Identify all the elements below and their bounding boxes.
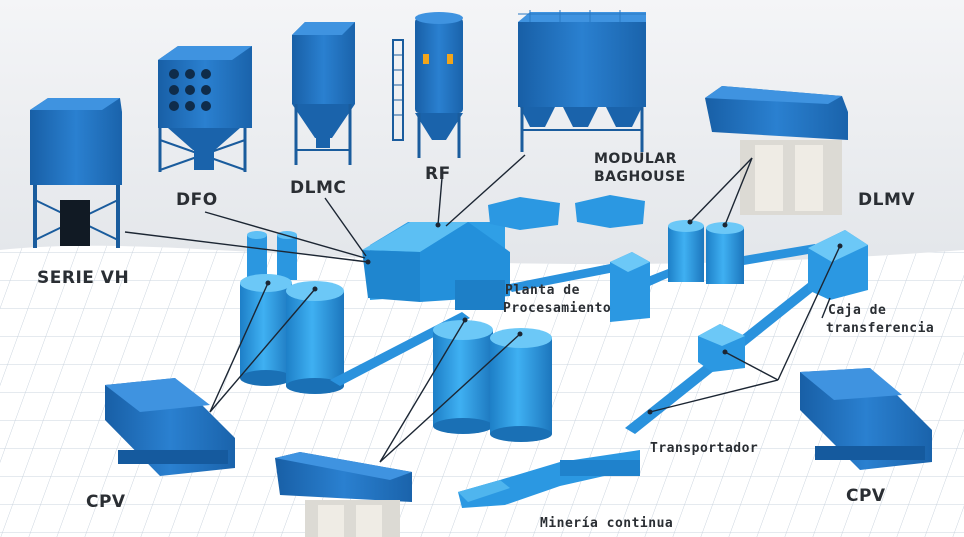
cpv-right-icon: [800, 368, 932, 470]
transfer-tower-mid: [610, 252, 650, 322]
modular-baghouse-label-line1: MODULAR: [594, 151, 677, 167]
modular-baghouse-label-line2: BAGHOUSE: [594, 169, 686, 185]
baghouse-icon: [518, 10, 646, 152]
continuous-miner-label: Minería continua: [540, 516, 674, 531]
processing-plant-label-line1: Planta de: [505, 283, 580, 298]
dlmv-collector-icon: [705, 86, 848, 215]
rf-collector-icon: [392, 12, 463, 158]
dlmc-collector-icon: [292, 22, 355, 165]
transfer-box-label-line1: Caja de: [828, 303, 887, 318]
dfo-label: DFO: [176, 190, 218, 210]
cpv-right-label: CPV: [846, 486, 886, 506]
processing-plant-label-line2: Procesamiento: [503, 301, 612, 316]
portable-units: [488, 195, 645, 230]
cpv-bottom-icon: [275, 452, 412, 537]
cartridge-collector-icon: [30, 98, 122, 248]
silo-group-right: [668, 220, 744, 284]
leader-dots: [265, 219, 843, 415]
conveyor-label: Transportador: [650, 441, 759, 456]
dlmc-label: DLMC: [290, 178, 347, 198]
serie-vh-label: SERIE VH: [37, 268, 130, 288]
silo-group-left: [240, 231, 344, 394]
rf-label: RF: [425, 164, 451, 184]
dfo-collector-icon: [158, 46, 252, 172]
processing-plant-building: [362, 222, 510, 310]
continuous-miner: [458, 450, 640, 508]
dlmv-label: DLMV: [858, 190, 916, 210]
transfer-box-label-line2: transferencia: [826, 321, 935, 336]
silo-group-center: [433, 320, 552, 442]
cpv-left-icon: [105, 378, 235, 476]
transfer-box-small: [698, 324, 745, 372]
leader-lines: [124, 154, 841, 463]
cpv-left-label: CPV: [86, 492, 126, 512]
